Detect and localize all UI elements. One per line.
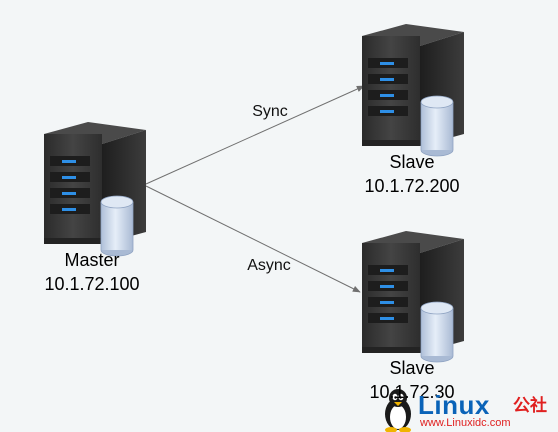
sync-slave-name: Slave [389,152,435,172]
watermark-brand-cn: 公社 [513,396,547,416]
tux-penguin-icon [385,389,411,432]
async-slave-name: Slave [389,358,435,378]
watermark-brand: Linux [418,390,490,420]
master-ip: 10.1.72.100 [44,274,140,294]
sync-slave-ip: 10.1.72.200 [364,176,460,196]
master-database-icon [100,195,134,257]
async-edge-label: Async [247,257,291,274]
sync-arrow [145,85,365,185]
async-arrow [145,185,361,293]
sync-slave-database-icon [420,95,454,157]
async-slave-ip: 10.1.72.30 [369,382,455,402]
watermark-url: www.Linuxidc.com [420,417,511,429]
async-slave-database-icon [420,301,454,363]
master-name: Master [64,250,120,270]
sync-edge-label: Sync [252,103,288,120]
